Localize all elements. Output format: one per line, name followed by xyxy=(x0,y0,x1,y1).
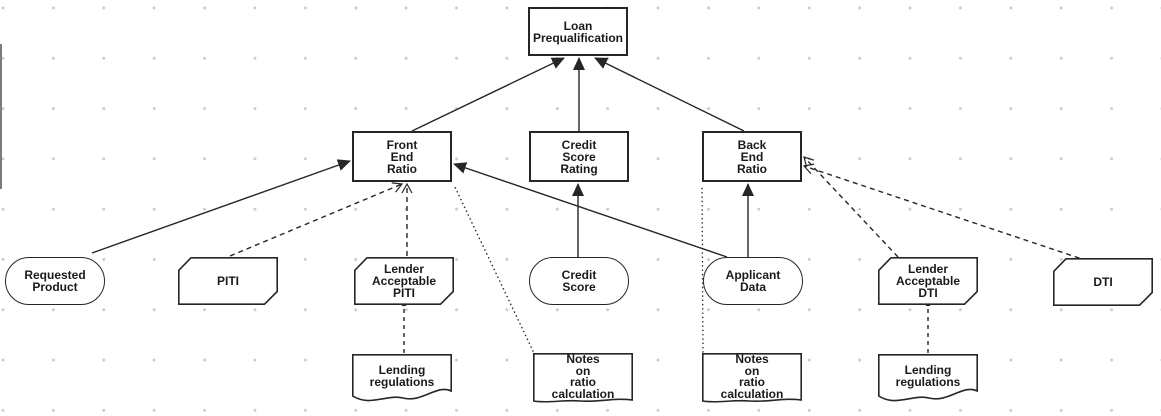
edge-lender-acceptable-dti-to-back-end-ratio xyxy=(803,156,899,258)
node-label: Front End Ratio xyxy=(386,137,418,176)
knowledge-source-shape xyxy=(533,353,633,403)
node-label: Notes on ratio calculation xyxy=(551,352,615,401)
bkm-shape xyxy=(354,257,454,305)
bkm-shape xyxy=(1053,258,1153,306)
node-label: PITI xyxy=(216,274,239,288)
node-label: Lender Acceptable DTI xyxy=(895,262,961,300)
node-label: Lending regulations xyxy=(895,363,961,389)
node-piti[interactable]: PITI xyxy=(178,257,278,305)
node-credit-score[interactable]: Credit Score xyxy=(529,257,629,305)
node-applicant-data[interactable]: Applicant Data xyxy=(703,257,803,305)
node-lender-acceptable-dti[interactable]: Lender Acceptable DTI xyxy=(878,257,978,305)
node-requested-product[interactable]: Requested Product xyxy=(5,257,105,305)
node-label: Credit Score Rating xyxy=(560,137,598,176)
edge-requested-product-to-front-end-ratio xyxy=(91,159,351,254)
node-lending-regulations-left[interactable]: Lending regulations xyxy=(352,354,452,404)
node-label: Loan Prequalification xyxy=(532,18,624,45)
node-label: Applicant Data xyxy=(725,268,781,294)
edge-back-end-ratio-to-loan-prequalification xyxy=(594,57,745,132)
node-notes-on-ratio-calculation-right[interactable]: Notes on ratio calculation xyxy=(702,353,802,403)
node-label: Credit Score xyxy=(561,268,597,294)
knowledge-source-shape xyxy=(702,353,802,403)
node-label: Notes on ratio calculation xyxy=(720,352,784,401)
node-credit-score-rating[interactable]: Credit Score Rating xyxy=(529,131,629,182)
edge-notes-left-to-front-end-ratio xyxy=(453,184,534,352)
bkm-shape xyxy=(178,257,278,305)
node-back-end-ratio[interactable]: Back End Ratio xyxy=(702,131,802,182)
node-lender-acceptable-piti[interactable]: Lender Acceptable PITI xyxy=(354,257,454,305)
node-label: Lender Acceptable PITI xyxy=(371,262,437,300)
node-label: Lending regulations xyxy=(369,363,435,389)
knowledge-source-shape xyxy=(352,354,452,402)
node-label: DTI xyxy=(1093,275,1113,289)
edge-front-end-ratio-to-loan-prequalification xyxy=(411,57,565,132)
node-dti[interactable]: DTI xyxy=(1053,258,1153,306)
node-notes-on-ratio-calculation-left[interactable]: Notes on ratio calculation xyxy=(533,353,633,403)
edge-piti-to-front-end-ratio xyxy=(229,182,404,257)
node-label: Back End Ratio xyxy=(737,137,767,176)
edge-notes-right-to-back-end-ratio xyxy=(701,184,704,353)
node-loan-prequalification[interactable]: Loan Prequalification xyxy=(528,7,628,56)
node-front-end-ratio[interactable]: Front End Ratio xyxy=(352,131,452,182)
edge-dti-to-back-end-ratio xyxy=(802,163,1089,262)
knowledge-source-shape xyxy=(878,354,978,402)
node-lending-regulations-right[interactable]: Lending regulations xyxy=(878,354,978,404)
node-label: Requested Product xyxy=(24,268,86,294)
canvas-edge-line xyxy=(0,44,2,189)
edge-applicant-data-to-front-end-ratio xyxy=(453,162,728,258)
bkm-shape xyxy=(878,257,978,305)
